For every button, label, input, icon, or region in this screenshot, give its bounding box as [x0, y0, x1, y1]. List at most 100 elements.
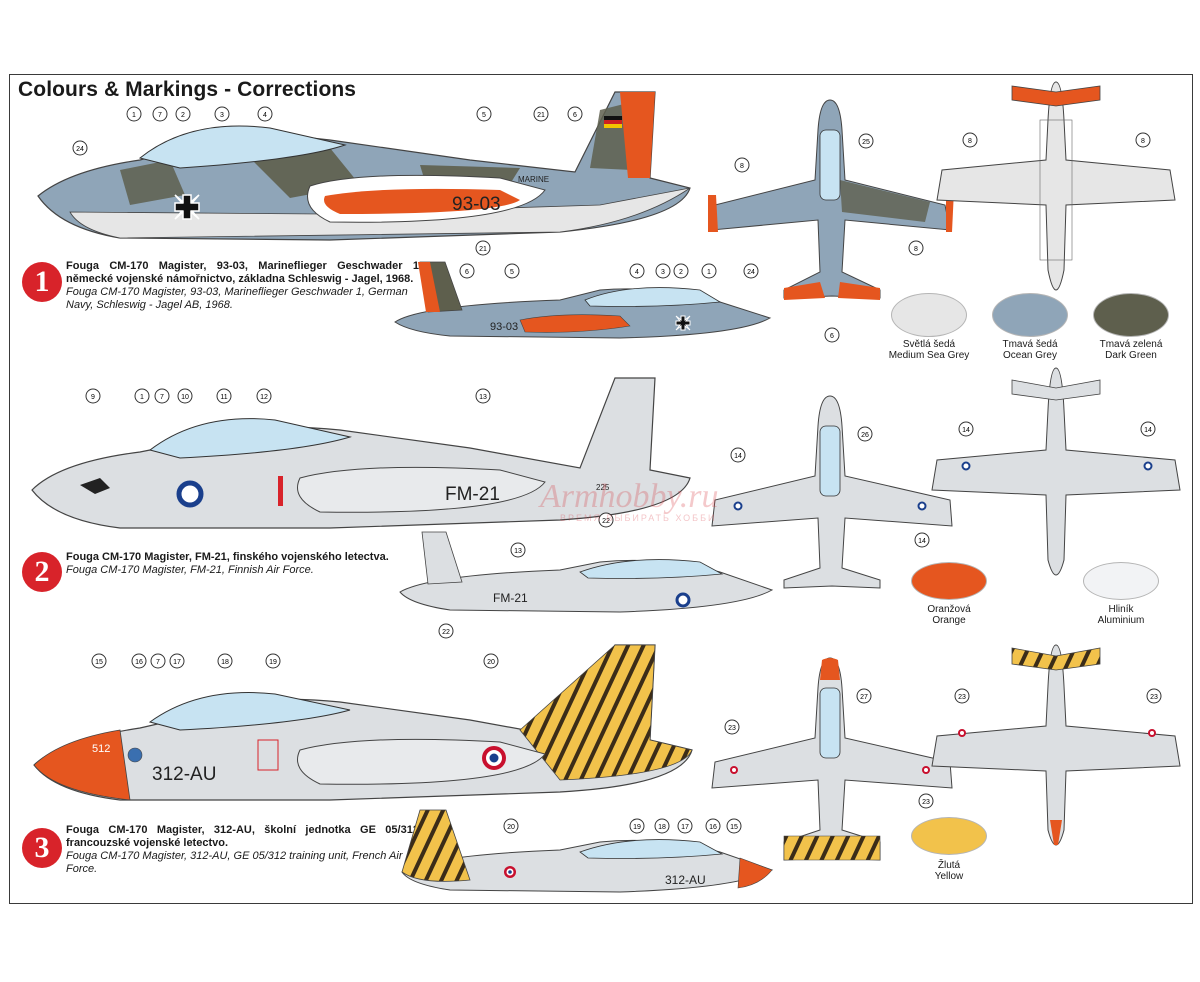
scheme-1-marking: MARINE — [518, 175, 549, 184]
svg-text:14: 14 — [962, 427, 970, 434]
callout: 20 — [483, 653, 499, 669]
svg-text:19: 19 — [633, 824, 641, 831]
svg-text:12: 12 — [260, 394, 268, 401]
callout: 6 — [567, 106, 583, 122]
svg-text:2: 2 — [679, 269, 683, 276]
callout: 23 — [1146, 688, 1162, 704]
svg-text:18: 18 — [221, 659, 229, 666]
scheme-2-caption: Fouga CM-170 Magister, FM-21, finského v… — [66, 551, 422, 577]
svg-text:3: 3 — [220, 112, 224, 119]
scheme-1-small-code: 93-03 — [490, 321, 518, 333]
scheme-3-top-view — [711, 657, 953, 861]
svg-text:3: 3 — [661, 269, 665, 276]
callout: 1 — [126, 106, 142, 122]
callout: 23 — [724, 719, 740, 735]
svg-text:16: 16 — [135, 659, 143, 666]
callout: 22 — [598, 512, 614, 528]
scheme-1-badge: 1 — [22, 262, 62, 302]
callout: 7 — [152, 106, 168, 122]
swatch-label-en: Medium Sea Grey — [888, 350, 970, 361]
callout: 18 — [217, 653, 233, 669]
svg-text:20: 20 — [487, 659, 495, 666]
svg-text:17: 17 — [173, 659, 181, 666]
swatch-label-yellow: Žlutá Yellow — [894, 860, 1004, 882]
callout: 13 — [475, 388, 491, 404]
svg-text:13: 13 — [514, 548, 522, 555]
iron-cross-insignia — [174, 194, 200, 220]
swatch-label-aluminium: Hliník Aluminium — [1066, 604, 1176, 626]
svg-text:6: 6 — [465, 269, 469, 276]
callout: 6 — [459, 263, 475, 279]
scheme-3-bottom-view — [931, 644, 1181, 846]
svg-text:20: 20 — [507, 824, 515, 831]
svg-text:23: 23 — [1150, 694, 1158, 701]
svg-text:15: 15 — [730, 824, 738, 831]
callout: 12 — [256, 388, 272, 404]
callout: 14 — [730, 447, 746, 463]
callout: 19 — [265, 653, 281, 669]
callout: 18 — [654, 818, 670, 834]
swatch-label-ocean-grey: Tmavá šedá Ocean Grey — [975, 339, 1085, 361]
svg-text:14: 14 — [1144, 427, 1152, 434]
scheme-2-fin-number: 225 — [596, 483, 610, 492]
callout: 2 — [175, 106, 191, 122]
swatch-medium-sea-grey — [891, 293, 967, 337]
callout: 8 — [1135, 132, 1151, 148]
watermark-brand: Armhobby.ru — [540, 478, 719, 515]
svg-text:4: 4 — [263, 112, 267, 119]
swatch-orange — [911, 562, 987, 600]
swatch-label-en: Orange — [932, 615, 966, 626]
svg-text:8: 8 — [1141, 138, 1145, 145]
callout: 1 — [134, 388, 150, 404]
callout: 4 — [629, 263, 645, 279]
callout: 7 — [150, 653, 166, 669]
callout: 14 — [958, 421, 974, 437]
scheme-3-badge: 3 — [22, 828, 62, 868]
svg-text:18: 18 — [658, 824, 666, 831]
svg-text:1: 1 — [132, 112, 136, 119]
callout: 19 — [629, 818, 645, 834]
scheme-2-badge: 2 — [22, 552, 62, 592]
swatch-label-cz: Žlutá — [937, 860, 961, 871]
scheme-3-small-side-view: 312-AU — [401, 809, 774, 893]
callout: 3 — [214, 106, 230, 122]
svg-text:5: 5 — [482, 112, 486, 119]
swatch-aluminium — [1083, 562, 1159, 600]
swatch-label-en: Dark Green — [1105, 350, 1157, 361]
callout: 21 — [475, 240, 491, 256]
svg-text:9: 9 — [91, 394, 95, 401]
callout: 11 — [216, 388, 232, 404]
callout: 5 — [504, 263, 520, 279]
svg-text:27: 27 — [860, 694, 868, 701]
callout-markers: 24 1 7 2 3 4 5 21 6 21 6 5 4 3 2 1 24 8 … — [72, 106, 1162, 834]
callout: 23 — [954, 688, 970, 704]
callout: 3 — [655, 263, 671, 279]
svg-text:1: 1 — [707, 269, 711, 276]
swatch-ocean-grey — [992, 293, 1068, 337]
scheme-1-small-side-view: 93-03 — [394, 261, 772, 339]
callout: 16 — [131, 653, 147, 669]
swatch-label-cz: Hliník — [1108, 604, 1134, 615]
svg-text:23: 23 — [922, 799, 930, 806]
callout: 16 — [705, 818, 721, 834]
scheme-2-bottom-view — [931, 367, 1181, 576]
swatch-label-dark-green: Tmavá zelená Dark Green — [1076, 339, 1186, 361]
callout: 27 — [856, 688, 872, 704]
callout: 14 — [914, 532, 930, 548]
swatch-label-cz: Světlá šedá — [902, 339, 956, 350]
callout: 20 — [503, 818, 519, 834]
scheme-3-caption-cz: Fouga CM-170 Magister, 312-AU, školní je… — [66, 824, 422, 849]
svg-text:4: 4 — [635, 269, 639, 276]
scheme-1-top-view — [708, 99, 954, 300]
scheme-3-code: 312-AU — [152, 764, 216, 785]
page-title: Colours & Markings - Corrections — [18, 78, 357, 101]
scheme-3-side-view: 312-AU 512 — [33, 644, 693, 801]
callout: 6 — [824, 327, 840, 343]
svg-text:7: 7 — [156, 659, 160, 666]
callout: 9 — [85, 388, 101, 404]
scheme-2-small-side-view: FM-21 — [399, 531, 774, 613]
svg-text:13: 13 — [479, 394, 487, 401]
scheme-3-caption: Fouga CM-170 Magister, 312-AU, školní je… — [66, 824, 422, 876]
callout: 1 — [701, 263, 717, 279]
scheme-1-side-view: 93-03 MARINE — [37, 91, 691, 241]
